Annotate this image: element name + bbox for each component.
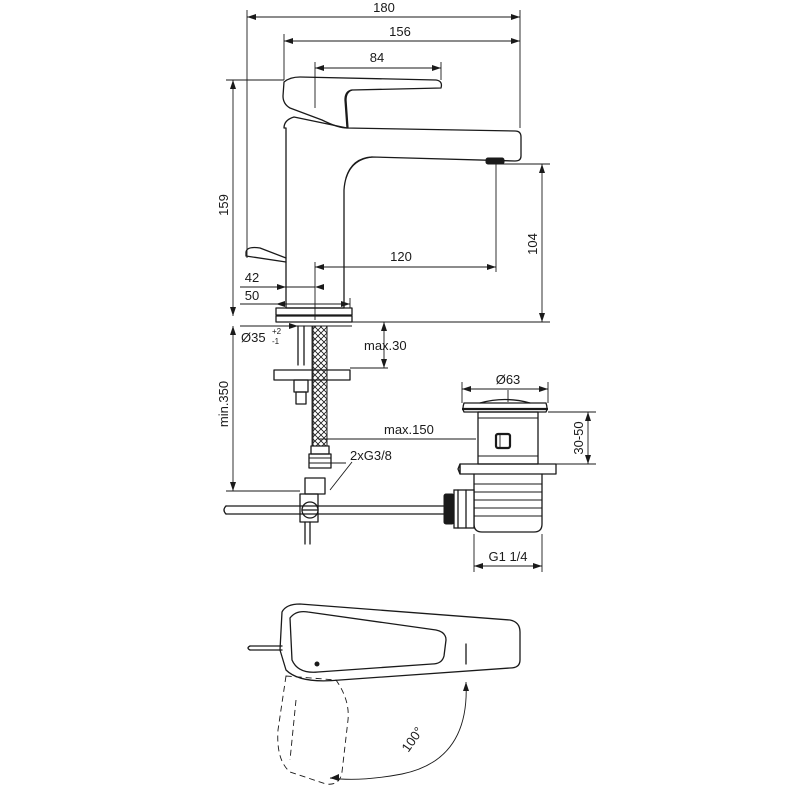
faucet-top-view: [247, 603, 521, 785]
waste-valve: [443, 390, 557, 533]
dim-159: 159: [216, 194, 231, 216]
dim-waste-diameter: Ø63: [496, 372, 521, 387]
dim-84: 84: [370, 50, 384, 65]
dimension-lines: [226, 10, 596, 781]
dim-lever-rotation: 100°: [398, 724, 426, 755]
dim-max-30: max.30: [364, 338, 407, 353]
overflow-slot: [494, 432, 512, 450]
dim-156: 156: [389, 24, 411, 39]
rotated-lever-outline: [277, 675, 349, 785]
deck-surface: [275, 315, 353, 323]
dim-hole-tol-plus: +2: [272, 327, 282, 336]
dim-waste-range: 30-50: [571, 421, 586, 454]
dim-connection: 2xG3/8: [350, 448, 392, 463]
dimension-labels: 180 156 84 159 104 120 42 50 Ø35 +2 -1 m…: [216, 0, 586, 755]
dim-max-150: max.150: [384, 422, 434, 437]
base-plate: [275, 307, 353, 316]
dim-hole-diameter: Ø35: [241, 330, 266, 345]
dim-waste-thread: G1 1/4: [488, 549, 527, 564]
lever-pivot-dot: [314, 661, 320, 667]
dim-120: 120: [390, 249, 412, 264]
dim-min-350: min.350: [216, 381, 231, 427]
aerator-nozzle: [485, 157, 505, 165]
dim-104: 104: [525, 233, 540, 255]
dim-42: 42: [245, 270, 259, 285]
dim-hole-tol-minus: -1: [272, 337, 280, 346]
braided-hose: [312, 325, 328, 447]
dim-180: 180: [373, 0, 395, 15]
dim-50: 50: [245, 288, 259, 303]
faucet-side-view: [223, 76, 522, 545]
